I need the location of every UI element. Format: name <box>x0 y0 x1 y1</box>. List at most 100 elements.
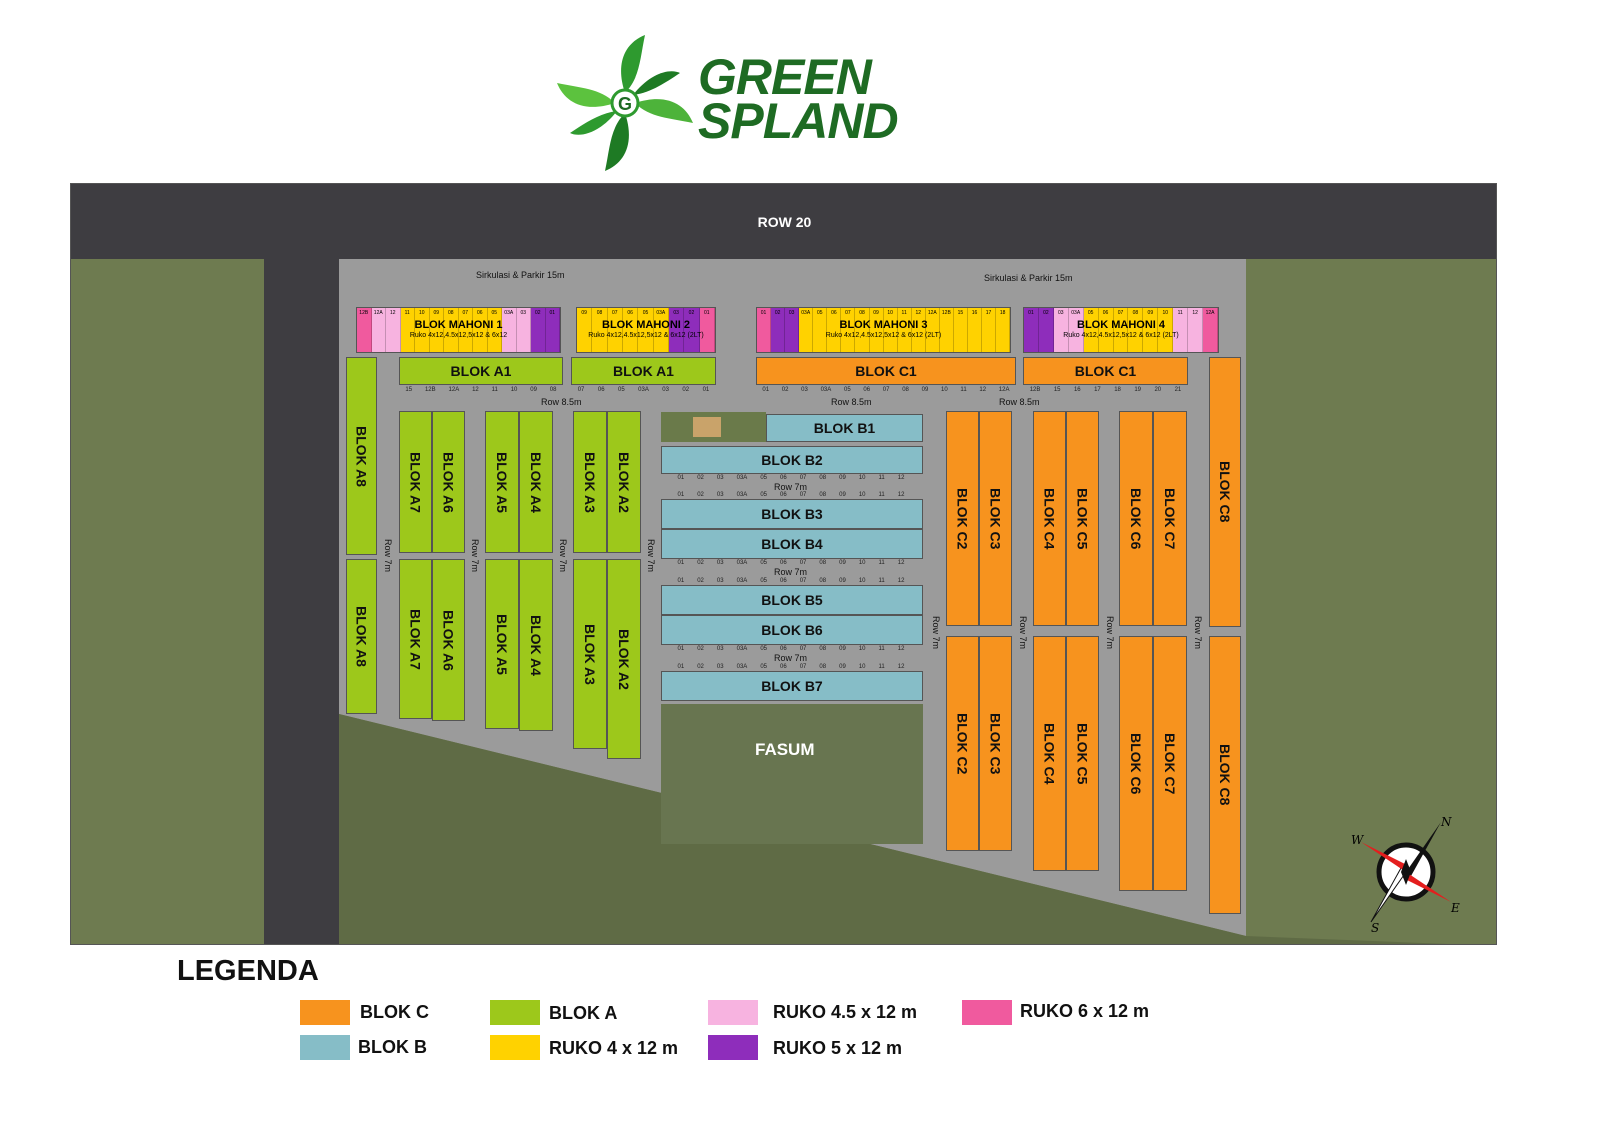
lot-cell[interactable]: 09 <box>1143 308 1159 352</box>
blok-a7[interactable]: BLOK A7 <box>399 411 432 553</box>
lot-cell[interactable]: 01 <box>545 308 560 352</box>
lot-cell[interactable]: 02 <box>684 308 700 352</box>
blok-b7[interactable]: BLOK B7 <box>661 671 923 701</box>
lot-cell[interactable]: 05 <box>638 308 654 352</box>
blok-c5[interactable]: BLOK C5 <box>1066 636 1099 871</box>
lot-number: 03A <box>736 664 748 670</box>
blok-a5[interactable]: BLOK A5 <box>485 411 519 553</box>
blok-c2[interactable]: BLOK C2 <box>946 636 979 851</box>
lot-cell[interactable]: 07 <box>1113 308 1129 352</box>
blok-b4[interactable]: BLOK B4 <box>661 529 923 559</box>
lot-cell[interactable]: 08 <box>855 308 870 352</box>
blok-c3[interactable]: BLOK C3 <box>979 636 1012 851</box>
lot-cell[interactable]: 03A <box>653 308 669 352</box>
lot-cell[interactable]: 01 <box>699 308 715 352</box>
lot-cell[interactable]: 12B <box>939 308 954 352</box>
blok-c6[interactable]: BLOK C6 <box>1119 411 1153 626</box>
lot-cell[interactable]: 17 <box>982 308 997 352</box>
lot-cell[interactable]: 03 <box>1053 308 1069 352</box>
lot-cell[interactable]: 07 <box>458 308 473 352</box>
blok-c5[interactable]: BLOK C5 <box>1066 411 1099 626</box>
blok-a3[interactable]: BLOK A3 <box>573 411 607 553</box>
blok-a4[interactable]: BLOK A4 <box>519 559 553 731</box>
lot-cell[interactable]: 06 <box>622 308 639 352</box>
lot-cell[interactable]: 11 <box>400 308 415 352</box>
blok-a6[interactable]: BLOK A6 <box>432 559 465 721</box>
blok-a3[interactable]: BLOK A3 <box>573 559 607 749</box>
lot-cell[interactable]: 06 <box>1098 308 1114 352</box>
blok-c3[interactable]: BLOK C3 <box>979 411 1012 626</box>
lot-cell[interactable]: 05 <box>813 308 828 352</box>
lot-cell[interactable]: 08 <box>592 308 608 352</box>
blok-b1[interactable]: BLOK B1 <box>766 414 923 442</box>
lot-cell[interactable]: 01 <box>757 308 772 352</box>
lot-cell[interactable]: 02 <box>1038 308 1054 352</box>
lot-cell[interactable]: 07 <box>841 308 856 352</box>
lot-number: 05 <box>760 578 767 584</box>
lot-cell[interactable]: 01 <box>1024 308 1039 352</box>
lot-cell[interactable]: 03A <box>799 308 814 352</box>
lot-cell[interactable]: 12A <box>925 308 940 352</box>
lot-cell[interactable]: 11 <box>897 308 912 352</box>
lot-cell[interactable]: 02 <box>771 308 786 352</box>
blok-b5[interactable]: BLOK B5 <box>661 585 923 615</box>
blok-a1-left[interactable]: BLOK A1 <box>399 357 563 385</box>
blok-c4[interactable]: BLOK C4 <box>1033 636 1066 871</box>
lot-cell[interactable]: 12 <box>911 308 926 352</box>
blok-c1-left[interactable]: BLOK C1 <box>756 357 1016 385</box>
lot-cell[interactable]: 12B <box>357 308 372 352</box>
lot-cell[interactable]: 03 <box>516 308 531 352</box>
blok-a7[interactable]: BLOK A7 <box>399 559 432 719</box>
lot-cell[interactable]: 10 <box>1158 308 1174 352</box>
blok-c1-right[interactable]: BLOK C1 <box>1023 357 1188 385</box>
blok-c6[interactable]: BLOK C6 <box>1119 636 1153 891</box>
lot-cell[interactable]: 02 <box>531 308 546 352</box>
blok-b6[interactable]: BLOK B6 <box>661 615 923 645</box>
lot-cell[interactable]: 18 <box>996 308 1010 352</box>
blok-a4[interactable]: BLOK A4 <box>519 411 553 553</box>
lot-number: 08 <box>819 578 827 584</box>
blok-a2[interactable]: BLOK A2 <box>607 411 641 553</box>
lot-cell[interactable]: 09 <box>429 308 444 352</box>
lot-cell[interactable]: 09 <box>869 308 884 352</box>
lot-cell[interactable]: 08 <box>1128 308 1144 352</box>
lot-cell[interactable]: 03 <box>785 308 800 352</box>
lot-cell[interactable]: 06 <box>473 308 488 352</box>
lot-cell[interactable]: 10 <box>883 308 898 352</box>
lot-cell[interactable]: 16 <box>967 308 982 352</box>
lot-cell[interactable]: 15 <box>953 308 968 352</box>
blok-c7[interactable]: BLOK C7 <box>1153 411 1187 626</box>
lot-cell[interactable]: 03A <box>502 308 517 352</box>
blok-a8[interactable]: BLOK A8 <box>346 559 377 714</box>
lot-cell[interactable]: 03 <box>668 308 685 352</box>
blok-c2[interactable]: BLOK C2 <box>946 411 979 626</box>
lot-cell[interactable]: 12 <box>386 308 401 352</box>
blok-c8[interactable]: BLOK C8 <box>1209 636 1241 914</box>
blok-c7[interactable]: BLOK C7 <box>1153 636 1187 891</box>
blok-a8[interactable]: BLOK A8 <box>346 357 377 555</box>
lot-cell[interactable]: 12A <box>1203 308 1218 352</box>
blok-b2[interactable]: BLOK B2 <box>661 446 923 474</box>
lot-cell[interactable]: 03A <box>1068 308 1084 352</box>
lot-cell[interactable]: 11 <box>1173 308 1189 352</box>
lot-cell[interactable]: 05 <box>487 308 502 352</box>
lot-cell[interactable]: 10 <box>415 308 430 352</box>
lot-cell[interactable]: 05 <box>1083 308 1099 352</box>
blok-a2[interactable]: BLOK A2 <box>607 559 641 759</box>
blok-a6[interactable]: BLOK A6 <box>432 411 465 553</box>
blok-c8[interactable]: BLOK C8 <box>1209 357 1241 627</box>
blok-b3[interactable]: BLOK B3 <box>661 499 923 529</box>
lot-cell[interactable]: 06 <box>827 308 842 352</box>
lot-cell[interactable]: 08 <box>444 308 459 352</box>
lot-cell[interactable]: 07 <box>607 308 623 352</box>
blok-a1-right[interactable]: BLOK A1 <box>571 357 716 385</box>
lot-cell[interactable]: 12A <box>371 308 386 352</box>
lot-cell[interactable]: 09 <box>577 308 593 352</box>
lot-cell[interactable]: 12 <box>1188 308 1204 352</box>
blok-c4[interactable]: BLOK C4 <box>1033 411 1066 626</box>
blok-a5[interactable]: BLOK A5 <box>485 559 519 729</box>
